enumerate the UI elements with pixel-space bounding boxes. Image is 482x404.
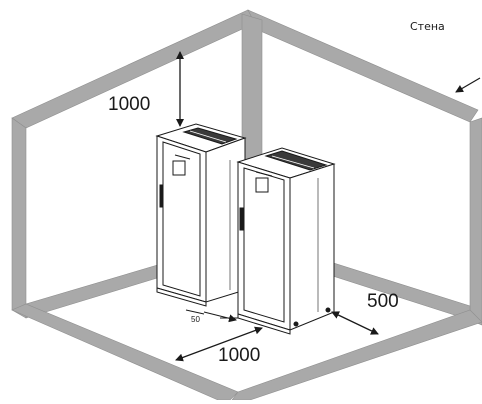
wall-label: Стена [410,20,445,33]
gap-dimension [185,309,238,323]
wall-pointer-arrow [455,77,481,93]
front-clearance-label: 1000 [218,345,261,366]
side-clearance-dimension [331,311,379,335]
side-clearance-label: 500 [367,291,399,312]
ups-cabinet-back [155,123,247,307]
front-clearance-dimension [175,326,263,362]
ups-cabinet-front [236,147,336,335]
top-clearance-label: 1000 [108,94,151,115]
gap-label: 50 [191,315,200,324]
